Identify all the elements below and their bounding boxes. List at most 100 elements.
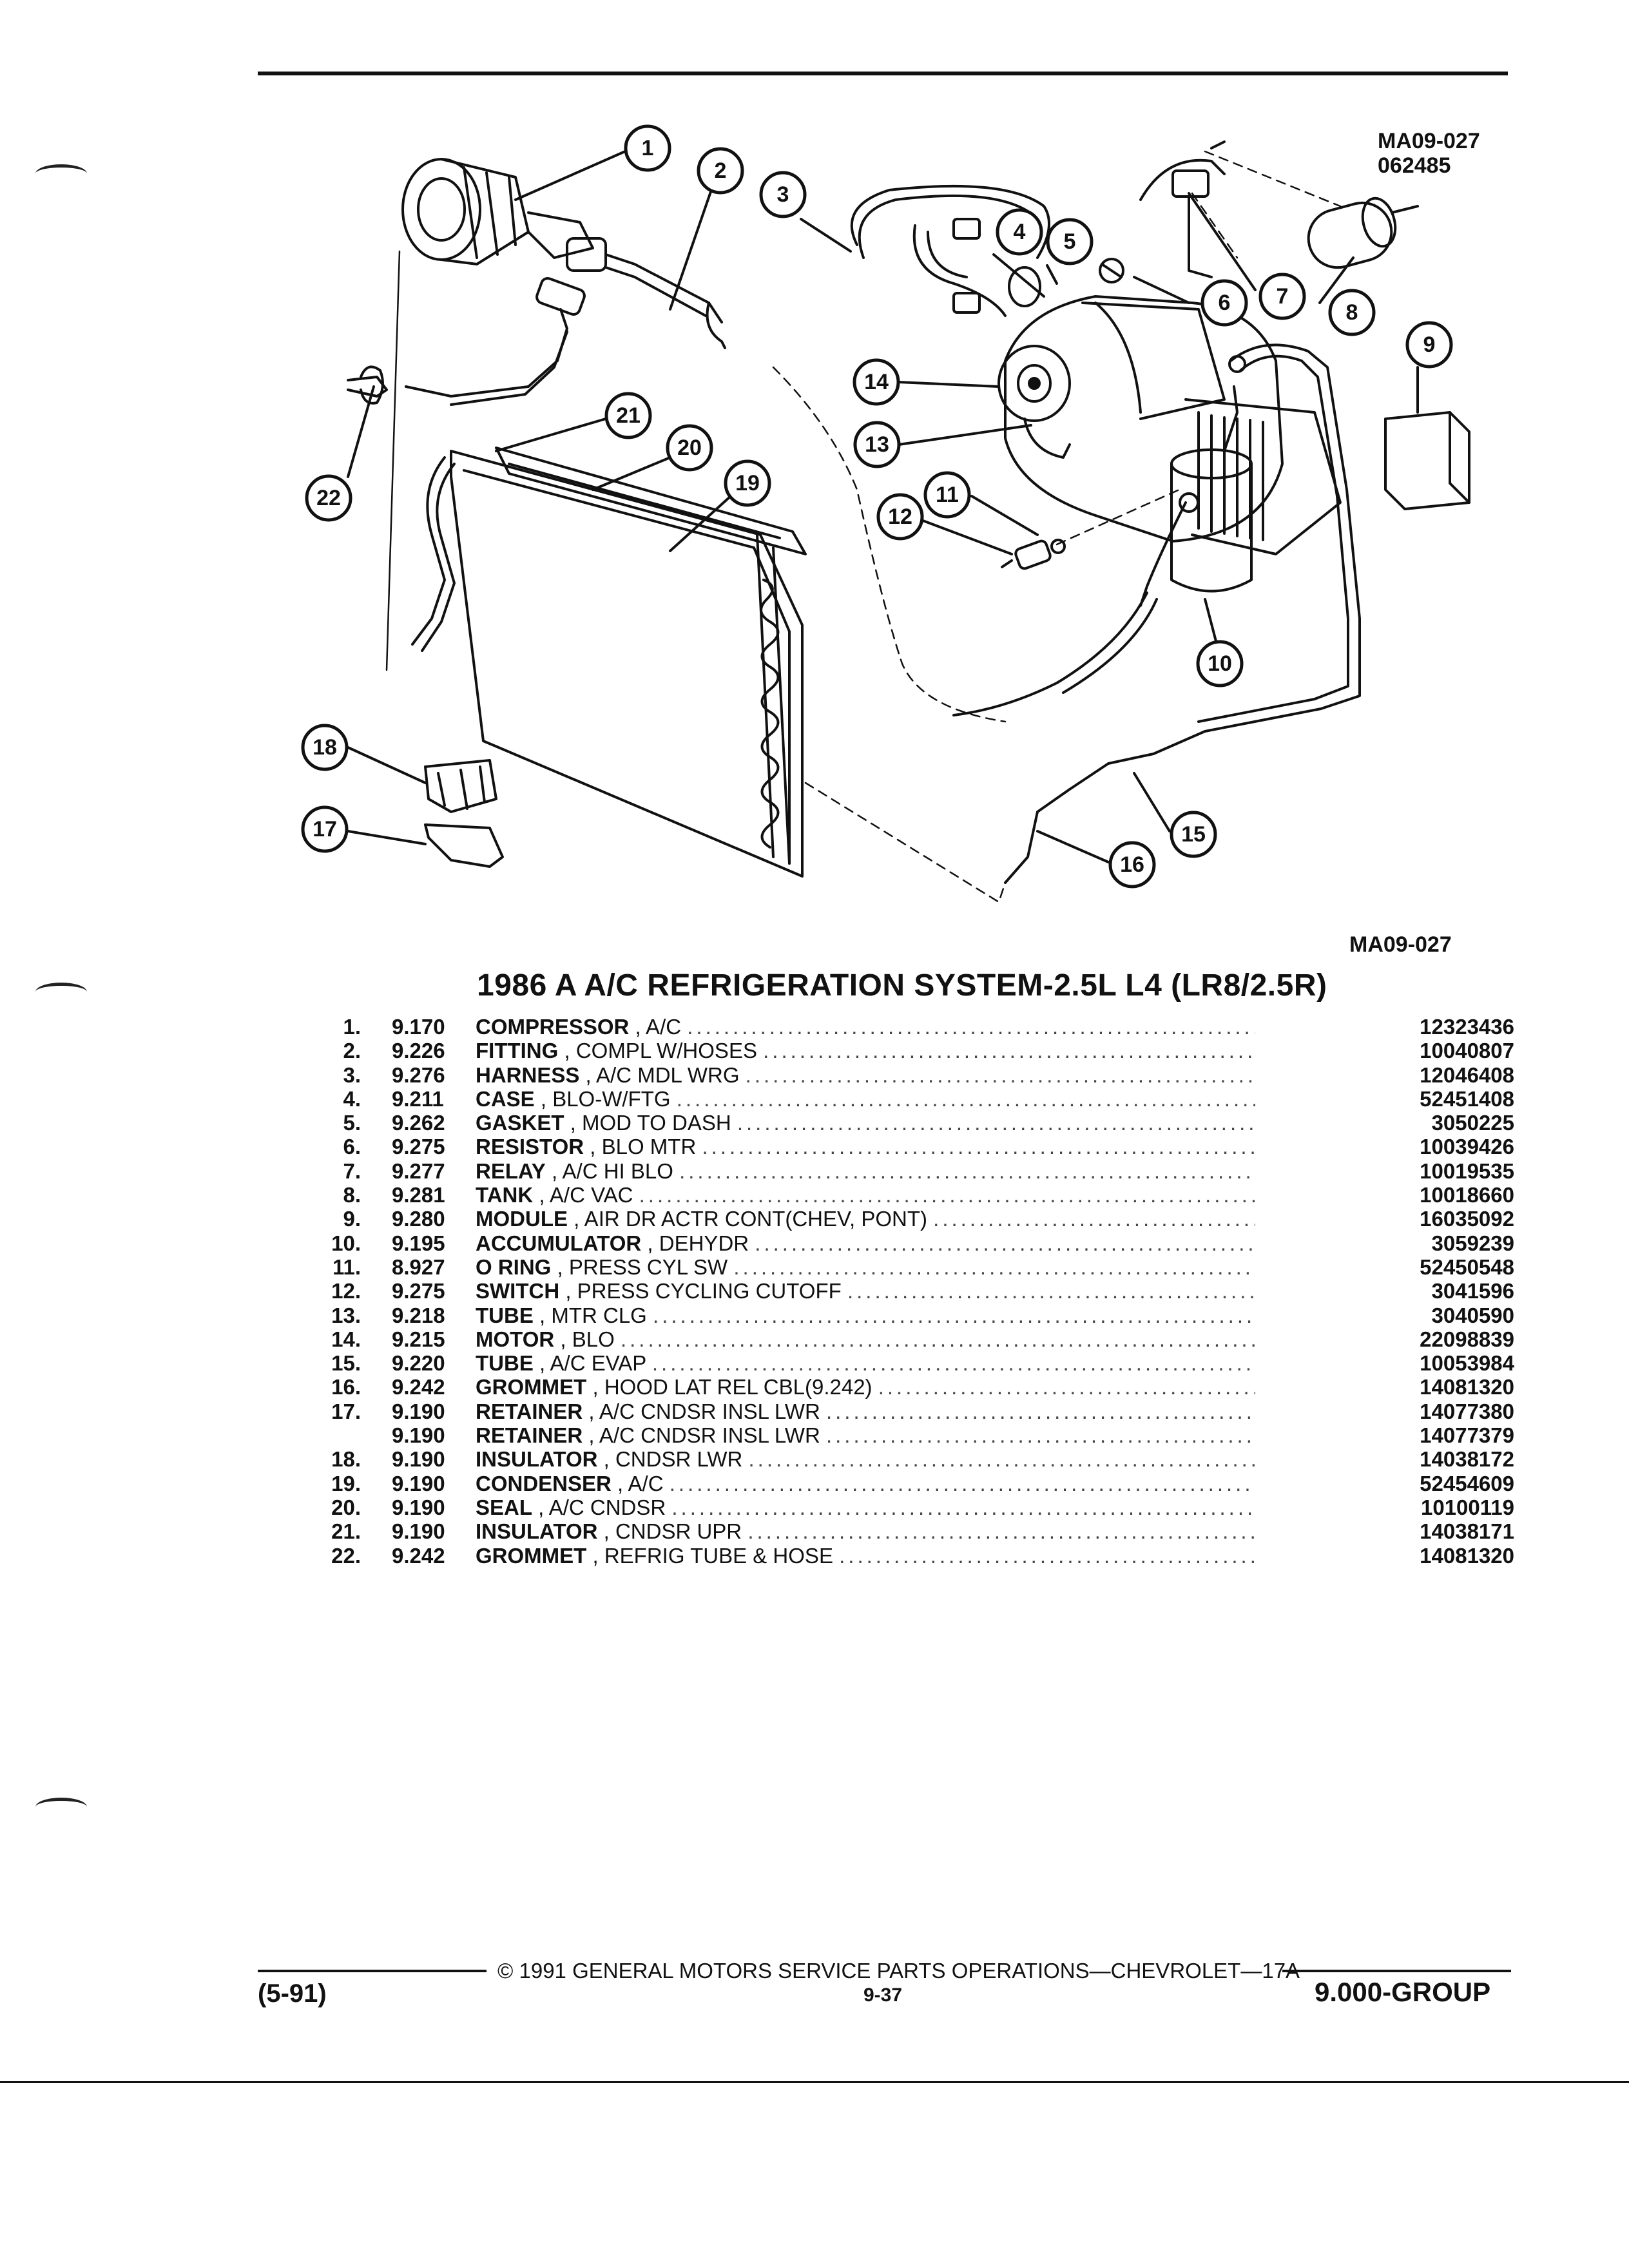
- part-number: 14038171: [1420, 1519, 1514, 1544]
- group-number: 9.211: [392, 1086, 444, 1111]
- part-description: RETAINER , A/C CNDSR INSL LWR ..........…: [476, 1399, 1255, 1423]
- parts-row: 5. 9.262 GASKET , MOD TO DASH ............…: [309, 1111, 1514, 1135]
- part-number: 52451408: [1420, 1086, 1514, 1111]
- item-number: 10.: [331, 1231, 361, 1255]
- margin-mark: [35, 164, 87, 183]
- callout-17: 17: [313, 817, 337, 841]
- ac-refrigeration-diagram: 1 2 3 4 5 6 7 8 9 10 11 12 13 14 15 16 1…: [301, 124, 1470, 903]
- part-qualifier: , AIR DR ACTR CONT(CHEV, PONT): [568, 1207, 934, 1231]
- part-name: GASKET: [476, 1111, 564, 1135]
- part-name: SEAL: [476, 1495, 533, 1519]
- item-number: 21.: [331, 1519, 361, 1544]
- group-number: 9.276: [392, 1062, 445, 1087]
- leader-dots: ........................................…: [763, 1039, 1255, 1063]
- margin-mark: [35, 1798, 87, 1816]
- part-number: 16035092: [1420, 1207, 1514, 1231]
- part-name: RETAINER: [476, 1399, 583, 1423]
- callout-11: 11: [936, 483, 959, 507]
- group-number: 9.275: [392, 1279, 445, 1303]
- parts-row: 10. 9.195 ACCUMULATOR , DEHYDR ...........…: [309, 1231, 1514, 1255]
- part-name: TUBE: [476, 1351, 534, 1376]
- part-qualifier: , CNDSR UPR: [597, 1519, 748, 1544]
- item-number: 15.: [331, 1351, 361, 1376]
- part-qualifier: , COMPL W/HOSES: [558, 1039, 764, 1063]
- part-description: SEAL , A/C CNDSR .......................…: [476, 1495, 1255, 1519]
- part-number: 3059239: [1431, 1231, 1514, 1255]
- part-name: RESISTOR: [476, 1135, 584, 1159]
- part-description: INSULATOR , CNDSR LWR ..................…: [476, 1447, 1255, 1471]
- leader-dots: ........................................…: [747, 1519, 1255, 1544]
- part-number: 10053984: [1420, 1351, 1514, 1376]
- group-number: 9.262: [392, 1111, 445, 1135]
- parts-row: 12. 9.275 SWITCH , PRESS CYCLING CUTOFF ..…: [309, 1279, 1514, 1303]
- callout-7: 7: [1277, 284, 1289, 309]
- item-number: 9.: [343, 1207, 361, 1231]
- leader-dots: ........................................…: [847, 1279, 1255, 1303]
- part-name: SWITCH: [476, 1279, 560, 1303]
- part-qualifier: , PRESS CYCLING CUTOFF: [559, 1279, 847, 1303]
- margin-mark: [35, 983, 87, 1001]
- part-description: INSULATOR , CNDSR UPR ..................…: [476, 1519, 1255, 1543]
- part-qualifier: , PRESS CYL SW: [551, 1254, 734, 1279]
- part-qualifier: , A/C EVAP: [533, 1351, 652, 1376]
- part-number: 14038172: [1420, 1447, 1514, 1472]
- part-description: GROMMET , HOOD LAT REL CBL(9.242) ......…: [476, 1375, 1255, 1399]
- part-number: 14077379: [1420, 1423, 1514, 1448]
- part-qualifier: , DEHYDR: [641, 1231, 755, 1255]
- callout-3: 3: [777, 182, 789, 207]
- item-number: 12.: [331, 1279, 361, 1303]
- group-number: 9.218: [392, 1303, 445, 1327]
- part-description: TUBE , MTR CLG .........................…: [476, 1303, 1255, 1327]
- callout-16: 16: [1120, 852, 1144, 877]
- leader-dots: ........................................…: [825, 1399, 1255, 1423]
- group-number: 9.190: [392, 1423, 445, 1448]
- leader-dots: ........................................…: [878, 1375, 1255, 1399]
- leader-dots: ........................................…: [733, 1254, 1255, 1279]
- figure-code-bottom: MA09-027: [1349, 932, 1452, 957]
- group-number: 9.170: [392, 1015, 445, 1039]
- footer-group: 9.000-GROUP: [1315, 1977, 1491, 2007]
- leader-dots: ........................................…: [653, 1303, 1255, 1327]
- part-description: MOTOR , BLO ............................…: [476, 1327, 1255, 1351]
- part-number: 10100119: [1420, 1495, 1514, 1519]
- part-name: HARNESS: [476, 1062, 580, 1087]
- leader-dots: ........................................…: [687, 1015, 1255, 1039]
- part-qualifier: , MTR CLG: [533, 1303, 653, 1327]
- leader-dots: ........................................…: [651, 1351, 1255, 1376]
- item-number: 5.: [343, 1111, 361, 1135]
- part-number: 10019535: [1420, 1158, 1514, 1183]
- part-description: RELAY , A/C HI BLO .....................…: [476, 1159, 1255, 1183]
- part-description: ACCUMULATOR , DEHYDR ...................…: [476, 1231, 1255, 1255]
- item-number: 1.: [343, 1015, 361, 1039]
- part-qualifier: , BLO MTR: [584, 1135, 702, 1159]
- parts-list-title: 1986 A A/C REFRIGERATION SYSTEM-2.5L L4 …: [477, 968, 1327, 1003]
- part-description: MODULE , AIR DR ACTR CONT(CHEV, PONT) ..…: [476, 1207, 1255, 1231]
- footer-copyright: © 1991 GENERAL MOTORS SERVICE PARTS OPER…: [497, 1959, 1300, 1983]
- callout-20: 20: [677, 436, 702, 460]
- footer-page-number: 9-37: [863, 1984, 903, 2006]
- part-description: FITTING , COMPL W/HOSES ................…: [476, 1039, 1255, 1062]
- item-number: 8.: [343, 1183, 361, 1207]
- part-number: 3050225: [1431, 1111, 1514, 1135]
- callout-10: 10: [1208, 651, 1232, 676]
- part-qualifier: , A/C CNDSR INSL LWR: [583, 1399, 826, 1423]
- item-number: 7.: [343, 1158, 361, 1183]
- item-number: 4.: [343, 1086, 361, 1111]
- bottom-rule: [0, 2081, 1629, 2083]
- callout-12: 12: [888, 505, 912, 529]
- part-description: RETAINER , A/C CNDSR INSL LWR ..........…: [476, 1423, 1255, 1447]
- part-name: COMPRESSOR: [476, 1015, 630, 1039]
- group-number: 9.195: [392, 1231, 445, 1255]
- callout-13: 13: [865, 432, 889, 457]
- item-number: 20.: [331, 1495, 361, 1519]
- part-name: O RING: [476, 1254, 552, 1279]
- part-name: CONDENSER: [476, 1471, 612, 1495]
- part-description: GASKET , MOD TO DASH ...................…: [476, 1111, 1255, 1135]
- part-description: GROMMET , REFRIG TUBE & HOSE ...........…: [476, 1544, 1255, 1568]
